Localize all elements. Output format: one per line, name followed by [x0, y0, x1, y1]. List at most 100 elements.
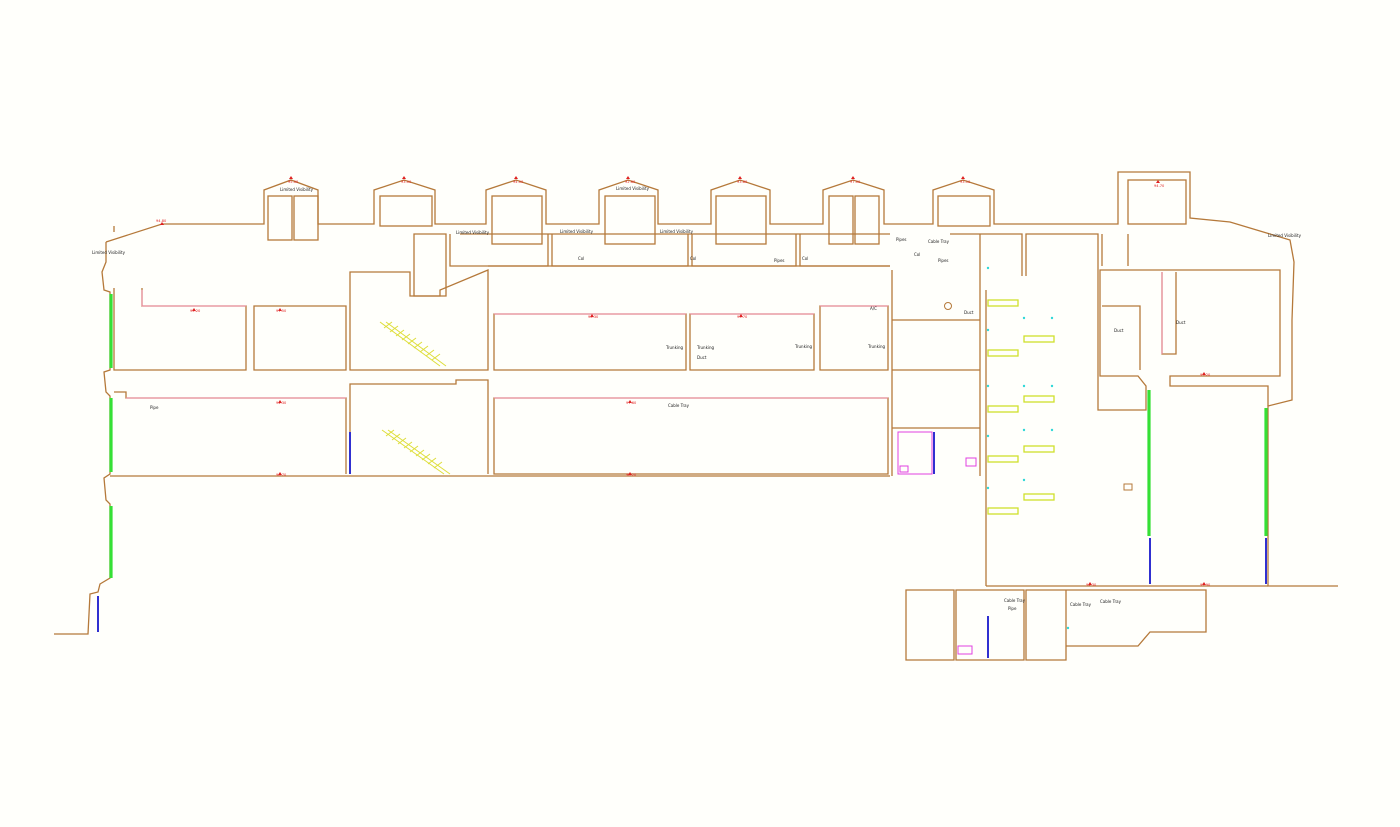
- light-point: [986, 434, 990, 438]
- level-marker: 93.10: [960, 176, 971, 184]
- level-marker: 97.60: [626, 400, 637, 405]
- light-point: [1066, 626, 1070, 630]
- level-marker: 96.30: [588, 314, 599, 319]
- level-value: 94.00: [513, 180, 524, 184]
- bench-3: [1023, 335, 1055, 343]
- level-value: 95.00: [288, 180, 299, 184]
- label-duct-1: Duct: [697, 355, 707, 360]
- light-points: [986, 266, 1070, 630]
- row-one-rooms: [113, 265, 890, 371]
- label-limited-visibility-4: Limited Visibility: [616, 186, 650, 191]
- east-block: [950, 233, 1281, 586]
- stairs: [379, 321, 451, 475]
- level-value: 94.70: [1154, 184, 1165, 188]
- label-cable-tray-annex-2: Cable Tray: [1070, 602, 1092, 607]
- fixtures: [897, 431, 977, 655]
- label-cable-tray-annex-1: Cable Tray: [1004, 598, 1026, 603]
- benches: [987, 299, 1055, 515]
- label-col-4: Col: [914, 252, 920, 257]
- north-facade: [105, 171, 1338, 587]
- level-value: 97.50: [276, 309, 287, 313]
- label-cable-tray-annex-3: Cable Tray: [1100, 599, 1122, 604]
- level-marker: 94.30: [276, 400, 287, 405]
- bench-7: [987, 455, 1019, 463]
- gable-room-3: [491, 195, 543, 245]
- bench-4: [1023, 395, 1055, 403]
- label-limited-visibility-5: Limited Visibility: [660, 229, 694, 234]
- level-marker: 95.00: [288, 176, 299, 184]
- label-duct-2: Duct: [964, 310, 974, 315]
- label-pipes-1: Pipes: [774, 258, 785, 263]
- gable-room-6b: [854, 195, 880, 245]
- level-value: 96.30: [588, 315, 599, 319]
- level-marker: 93.70: [737, 314, 748, 319]
- label-pipes-2: Pipes: [896, 237, 907, 242]
- cable-tray-lines: [126, 272, 1163, 399]
- level-value: 97.00: [850, 180, 861, 184]
- level-marker: 95.90: [1200, 582, 1211, 587]
- label-cable-tray-north: Cable Tray: [928, 239, 950, 244]
- north-east-tower: [1127, 179, 1187, 225]
- label-limited-visibility-2: Limited Visibility: [456, 230, 490, 235]
- level-marker: 94.30: [1086, 582, 1097, 587]
- level-marker: 94.00: [513, 176, 524, 184]
- level-marker: 98.20: [626, 472, 637, 477]
- level-marker: 97.00: [850, 176, 861, 184]
- level-value: 97.60: [626, 401, 637, 405]
- light-point: [1050, 316, 1054, 320]
- level-value: 94.80: [156, 219, 167, 223]
- light-point: [986, 328, 990, 332]
- label-pipe-west: Pipe: [150, 405, 159, 410]
- label-limited-visibility-1: Limited Visibility: [280, 187, 314, 192]
- gable-rooms: [267, 179, 1187, 245]
- row-two-rooms: [114, 234, 981, 476]
- level-marker: 96.70: [276, 472, 287, 477]
- level-marker: 93.20: [1200, 372, 1211, 377]
- stair-upper: [379, 321, 447, 367]
- label-cable-tray-main: Cable Tray: [668, 403, 690, 408]
- level-value: 93.80: [737, 180, 748, 184]
- light-point: [1050, 428, 1054, 432]
- level-markers: 95.00 93.00 94.00 92.60 93.80 97.00 93.1…: [156, 176, 1211, 587]
- south-annex: [905, 589, 1207, 661]
- level-marker: 94.70: [1154, 180, 1165, 188]
- label-trunking-1: Trunking: [665, 345, 684, 350]
- level-value: 94.30: [1086, 583, 1097, 587]
- label-ac: A/C: [870, 306, 877, 311]
- level-value: 93.70: [737, 315, 748, 319]
- ducts: [1102, 272, 1177, 370]
- sink-fixture: [965, 457, 977, 467]
- bench-2: [987, 349, 1019, 357]
- label-limited-visibility-east: Limited Visibility: [1268, 233, 1302, 238]
- central-walls: [113, 226, 1281, 661]
- label-limited-visibility-west: Limited Visibility: [92, 250, 126, 255]
- label-pipe-annex: Pipe: [1008, 606, 1017, 611]
- level-marker: 97.50: [276, 308, 287, 313]
- gable-room-4: [604, 195, 656, 245]
- light-point: [1022, 478, 1026, 482]
- label-trunking-3: Trunking: [794, 344, 813, 349]
- label-col-3: Col: [802, 256, 808, 261]
- level-value: 95.90: [1200, 583, 1211, 587]
- label-trunking-2: Trunking: [696, 345, 715, 350]
- label-pipes-3: Pipes: [938, 258, 949, 263]
- light-point: [1022, 384, 1026, 388]
- label-duct-4: Duct: [1176, 320, 1186, 325]
- bench-5: [987, 405, 1019, 413]
- label-limited-visibility-3: Limited Visibility: [560, 229, 594, 234]
- gable-room-7: [937, 195, 991, 227]
- bench-9: [987, 507, 1019, 515]
- annotations: Limited Visibility Limited Visibility Li…: [92, 186, 1302, 611]
- label-col-2: Col: [690, 256, 696, 261]
- pillar-marker: [1123, 483, 1133, 491]
- level-value: 98.20: [626, 473, 637, 477]
- level-value: 93.20: [1200, 373, 1211, 377]
- south-wall-main: [110, 475, 1268, 587]
- toilet-fixture: [899, 465, 909, 473]
- west-wall: [54, 242, 111, 635]
- light-point: [986, 384, 990, 388]
- label-trunking-4: Trunking: [867, 344, 886, 349]
- level-value: 95.20: [190, 309, 201, 313]
- light-point: [986, 266, 990, 270]
